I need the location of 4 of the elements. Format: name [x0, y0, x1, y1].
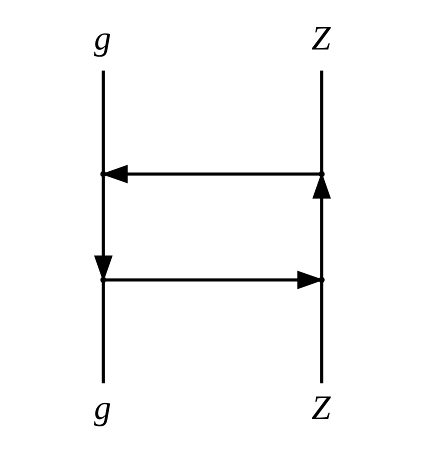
- node-text: g: [93, 20, 111, 58]
- node-text: Z: [311, 388, 330, 427]
- node-text: g: [93, 388, 111, 427]
- node-text: Z: [311, 20, 330, 58]
